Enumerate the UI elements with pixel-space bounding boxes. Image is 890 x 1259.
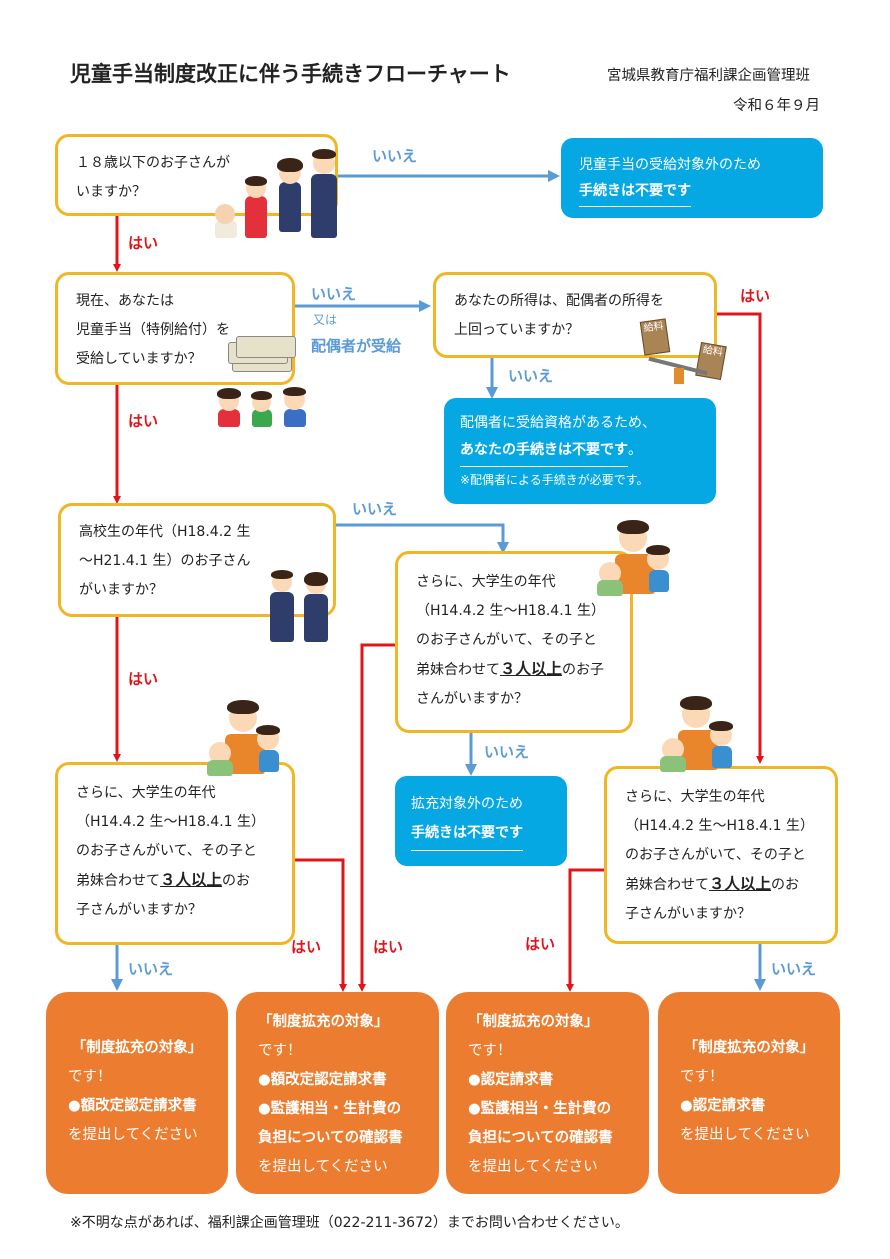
siblings-illustration-middle [595,518,680,598]
siblings-illustration-left [205,698,290,778]
question-income-comparison: あなたの所得は、配偶者の所得を上回っていますか？ [433,272,717,358]
label-no-q6: いいえ [484,743,530,761]
label-no-q5: いいえ [128,960,174,978]
question-university-three-children-right: さらに、大学生の年代（H14.4.2 生～H18.4.1 生）のお子さんがいて、… [604,766,838,944]
students-illustration [268,570,336,656]
label-or: 又は [313,313,338,327]
label-yes-q4: はい [128,670,159,688]
issue-date: 令和６年９月 [733,98,820,114]
yes-arrow-q5-result2 [292,858,347,992]
result-box-4: 「制度拡充の対象」 です！ ●認定請求書 を提出してください [658,992,840,1194]
no-arrow-q4-q6 [336,523,509,554]
label-yes-q6: はい [373,938,404,956]
label-no-q1: いいえ [372,147,418,165]
salary-balance-illustration: 給料 給料 [630,316,730,388]
label-yes-q5: はい [291,938,322,956]
siblings-illustration-right [658,694,743,774]
info-spouse-eligible: 配偶者に受給資格があるため、 あなたの手続きは不要です。 ※配偶者による手続きが… [444,398,716,504]
label-no-q7: いいえ [771,960,817,978]
page-title: 児童手当制度改正に伴う手続きフローチャート [70,62,511,86]
question-university-three-children-left: さらに、大学生の年代（H14.4.2 生～H18.4.1 生）のお子さんがいて、… [55,762,295,945]
contact-footnote: ※不明な点があれば、福利課企画管理班（022-211-3672）までお問い合わせ… [70,1215,629,1231]
label-yes-q3: はい [740,287,771,305]
yes-arrow-q7-result3 [566,868,604,992]
info-not-eligible: 児童手当の受給対象外のため 手続きは不要です [561,138,823,218]
label-no-q4: いいえ [352,500,398,518]
question-university-three-children-middle: さらに、大学生の年代（H14.4.2 生～H18.4.1 生）のお子さんがいて、… [395,551,633,733]
organization-name: 宮城県教育庁福利課企画管理班 [607,68,810,84]
result-box-3: 「制度拡充の対象」 です！ ●認定請求書 ●監護相当・生計費の 負担についての確… [446,992,649,1194]
result-box-2: 「制度拡充の対象」 です！ ●額改定認定請求書 ●監護相当・生計費の 負担につい… [236,992,439,1194]
label-no-q3: いいえ [508,367,554,385]
label-yes-q7: はい [525,935,556,953]
label-yes-q2: はい [128,412,159,430]
label-spouse-receiving: 配偶者が受給 [311,337,402,355]
info-not-expansion-target: 拡充対象外のため 手続きは不要です [395,776,567,866]
cheering-children-illustration [212,385,312,427]
label-yes-q1: はい [128,234,159,252]
yes-arrow-q6-result2 [358,643,395,992]
yes-arrow-q3-q7 [715,312,764,764]
money-icon [228,336,296,374]
family-illustration [203,148,343,243]
result-box-1: 「制度拡充の対象」 です！ ●額改定認定請求書 を提出してください [46,992,228,1194]
label-no-q2: いいえ [311,285,357,303]
